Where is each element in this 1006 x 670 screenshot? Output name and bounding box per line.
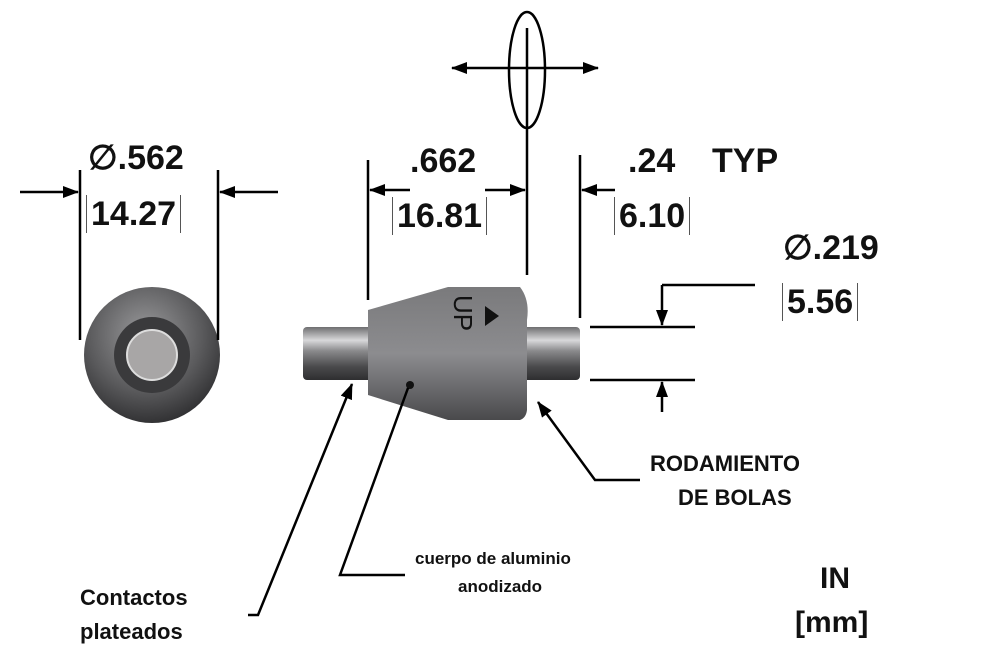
bearing-label-1: RODAMIENTO xyxy=(650,451,800,476)
units-primary: IN xyxy=(820,562,850,595)
outer-diameter-mm: 14.27 xyxy=(86,195,182,233)
pin-length-inch: .24 xyxy=(628,142,676,180)
end-view xyxy=(20,170,278,423)
body-length-inch: .662 xyxy=(410,142,477,180)
pin-length-mm: 6.10 xyxy=(614,197,691,235)
pin-length-typ: TYP xyxy=(712,142,779,180)
body-label-1: cuerpo de aluminio xyxy=(415,549,571,568)
contacts-label-2: plateados xyxy=(80,619,183,644)
pin-diameter-inch: ∅.219 xyxy=(783,229,879,267)
body-length-mm: 16.81 xyxy=(392,197,488,235)
units-secondary: [mm] xyxy=(795,606,869,639)
side-view xyxy=(248,10,755,617)
contacts-label-1: Contactos xyxy=(80,585,188,610)
part-marking: UP xyxy=(448,295,478,332)
pin-diameter-mm: 5.56 xyxy=(782,283,859,321)
outer-diameter-inch: ∅.562 xyxy=(88,139,184,177)
bearing-label-2: DE BOLAS xyxy=(678,485,792,510)
body-label-2: anodizado xyxy=(458,577,543,596)
